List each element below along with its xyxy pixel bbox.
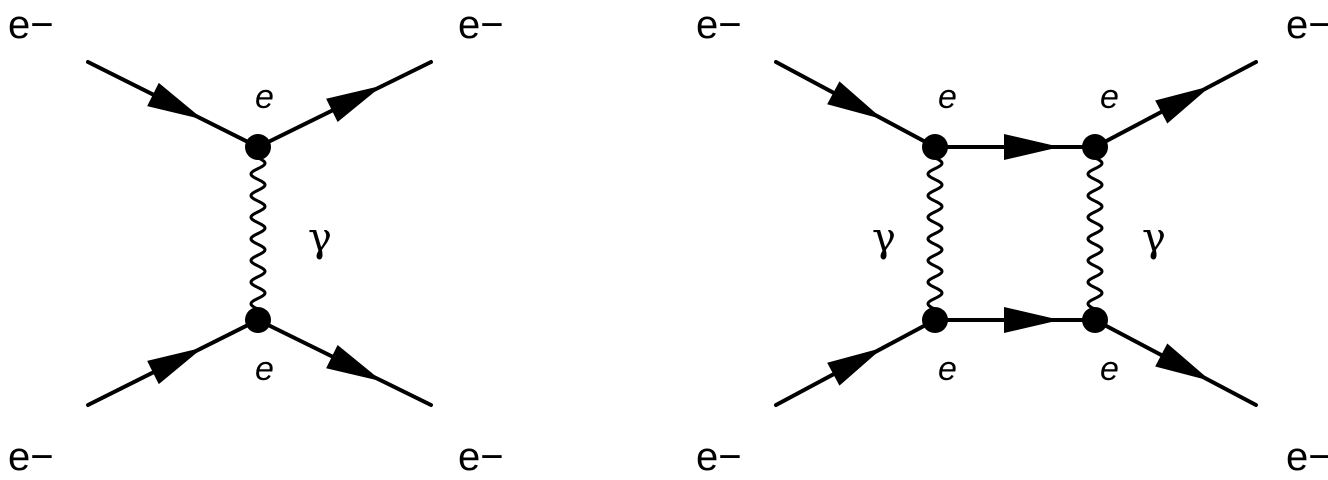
photon-label: γ <box>872 215 896 261</box>
external-particle-label: e− <box>696 435 742 479</box>
external-particle-label: e− <box>1286 3 1328 47</box>
external-particle-label: e− <box>1286 435 1328 479</box>
external-particle-label: e− <box>8 3 54 47</box>
photon-label: γ <box>308 215 332 261</box>
vertex-label: e <box>1100 350 1119 388</box>
fermion-arrow-icon <box>326 344 383 382</box>
vertex-label: e <box>255 78 274 116</box>
interaction-vertex <box>1082 307 1108 333</box>
fermion-arrow-icon <box>1004 307 1060 333</box>
photon-label: γ <box>1142 215 1166 261</box>
fermion-arrow-icon <box>827 81 883 120</box>
fermion-arrow-icon <box>1155 343 1211 382</box>
interaction-vertex <box>245 134 271 160</box>
vertex-label: e <box>938 78 957 116</box>
interaction-vertex <box>922 134 948 160</box>
photon-propagator-wave <box>249 145 267 322</box>
fermion-arrow-icon <box>147 347 204 385</box>
external-particle-label: e− <box>458 435 504 479</box>
fermion-arrow-icon <box>326 85 383 123</box>
external-particle-label: e− <box>8 435 54 479</box>
fermion-arrow-icon <box>147 82 204 120</box>
interaction-vertex <box>1082 134 1108 160</box>
vertex-label: e <box>255 350 274 388</box>
photon-propagator-wave <box>926 145 944 322</box>
tree-level-diagram: e− e− e− e− e e γ <box>8 3 504 479</box>
fermion-arrow-icon <box>1155 85 1211 124</box>
fermion-arrow-icon <box>827 347 883 386</box>
fermion-arrow-icon <box>1004 134 1060 160</box>
interaction-vertex <box>245 307 271 333</box>
box-diagram: e− e− e− e− e e e e γ γ <box>696 3 1328 479</box>
vertex-label: e <box>1100 78 1119 116</box>
interaction-vertex <box>922 307 948 333</box>
external-particle-label: e− <box>458 3 504 47</box>
external-particle-label: e− <box>696 3 742 47</box>
vertex-label: e <box>938 350 957 388</box>
photon-propagator-wave <box>1086 145 1104 322</box>
